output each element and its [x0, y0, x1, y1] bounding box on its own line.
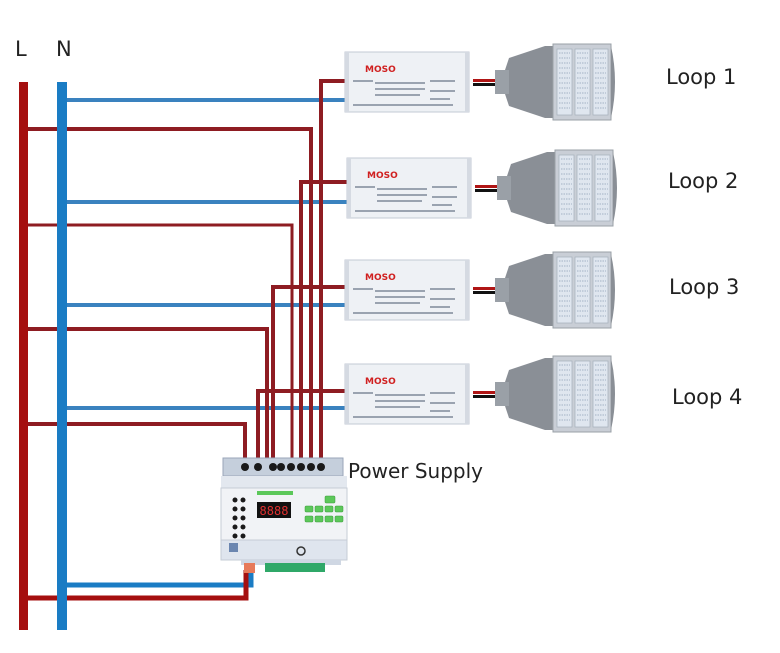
power-connector	[244, 563, 255, 573]
neutral-bus-bar	[57, 82, 67, 630]
live-feed-3	[23, 327, 269, 465]
loop-label: Loop 2	[668, 169, 738, 193]
live-feed-1	[23, 127, 313, 465]
driver-brand: MOSO	[365, 273, 396, 283]
driver-brand: MOSO	[365, 377, 396, 387]
controller-neutral-feed	[62, 570, 254, 588]
controller: 8888	[220, 457, 348, 565]
loop-4: MOSO Loop 4	[344, 355, 742, 433]
switched-wire-loop-1	[319, 79, 346, 465]
led-driver: MOSO	[344, 51, 470, 113]
loop-3: MOSO Loop 3	[344, 251, 739, 329]
switched-wire-loop-3	[271, 285, 346, 465]
switched-wire-loop-2	[299, 180, 348, 465]
loop-label: Loop 1	[666, 65, 736, 89]
led-driver: MOSO	[344, 363, 470, 425]
control-terminal-strip	[265, 563, 325, 572]
street-light	[497, 149, 617, 227]
loop-label: Loop 4	[672, 385, 742, 409]
street-light	[495, 251, 615, 329]
loop-2: MOSO Loop 2	[346, 149, 738, 227]
display-readout: 8888	[260, 504, 289, 518]
switched-wire-loop-4	[256, 389, 346, 465]
controller-label: Power Supply	[348, 459, 483, 483]
segment-display	[257, 502, 291, 518]
wires	[23, 79, 348, 601]
driver-brand: MOSO	[367, 171, 398, 181]
live-bus-bar	[19, 82, 28, 630]
neutral-bus-label: N	[56, 37, 72, 61]
loop-label: Loop 3	[669, 275, 739, 299]
led-driver: MOSO	[344, 259, 470, 321]
indicator-leds	[232, 497, 246, 539]
top-terminals	[241, 463, 325, 471]
led-driver: MOSO	[346, 157, 472, 219]
control-buttons	[304, 495, 344, 523]
live-bus-label: L	[15, 37, 27, 61]
street-light	[495, 355, 615, 433]
loop-1: MOSO Loop 1	[344, 43, 736, 121]
controller-live-feed	[23, 570, 249, 601]
live-feed-4	[23, 422, 247, 465]
driver-brand: MOSO	[365, 65, 396, 75]
street-light	[495, 43, 615, 121]
live-feed-2	[23, 223, 294, 465]
